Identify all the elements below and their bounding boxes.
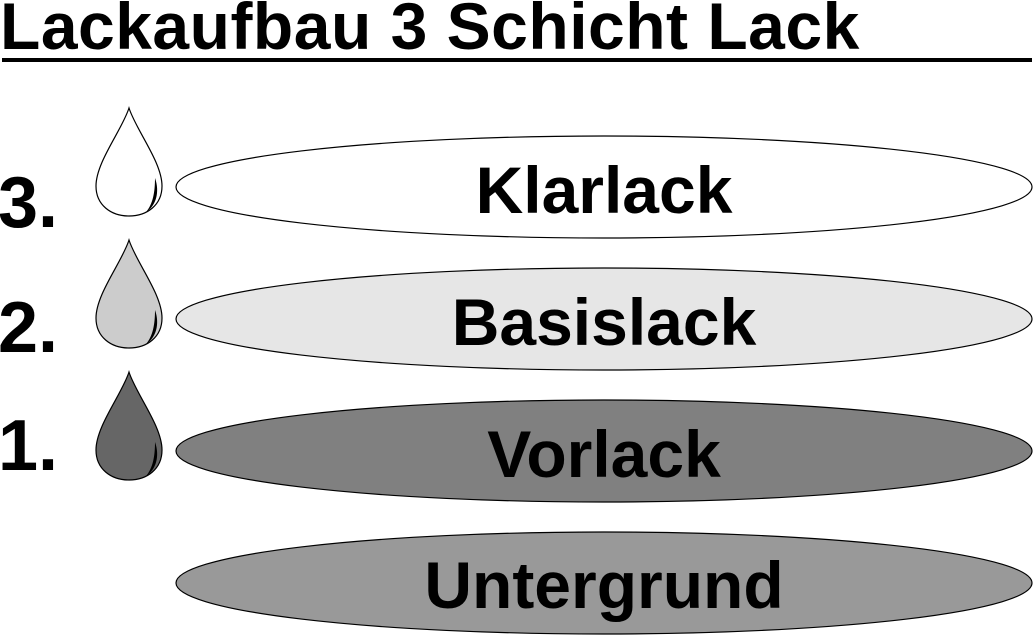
page-title: Lackaufbau 3 Schicht Lack — [0, 0, 860, 63]
drop-highlight — [146, 178, 158, 212]
layer-ellipse — [175, 135, 1033, 239]
step-number-2: 2. — [0, 288, 58, 368]
layer-label: Vorlack — [487, 417, 721, 491]
drop-highlight — [146, 310, 158, 344]
paint-drop-icon — [95, 238, 163, 349]
drop-highlight — [146, 442, 158, 476]
layer-label: Klarlack — [476, 153, 733, 227]
layer-label: Untergrund — [424, 548, 783, 622]
layer-basislack: 2. Basislack — [0, 238, 1033, 371]
step-number-1: 1. — [0, 406, 58, 486]
drop-body — [95, 238, 163, 349]
layer-label: Basislack — [452, 285, 757, 359]
drop-body — [95, 106, 163, 217]
layer-untergrund: Untergrund — [175, 531, 1033, 635]
paint-drop-icon — [95, 370, 163, 481]
layer-klarlack: 3. Klarlack — [0, 106, 1033, 243]
paint-drop-icon — [95, 106, 163, 217]
title-underline — [2, 58, 1032, 62]
layer-ellipse — [175, 399, 1033, 503]
drop-body — [95, 370, 163, 481]
layer-ellipse — [175, 267, 1033, 371]
layer-vorlack: 1. Vorlack — [0, 370, 1033, 503]
step-number-3: 3. — [0, 163, 58, 243]
layer-ellipse — [175, 531, 1033, 635]
